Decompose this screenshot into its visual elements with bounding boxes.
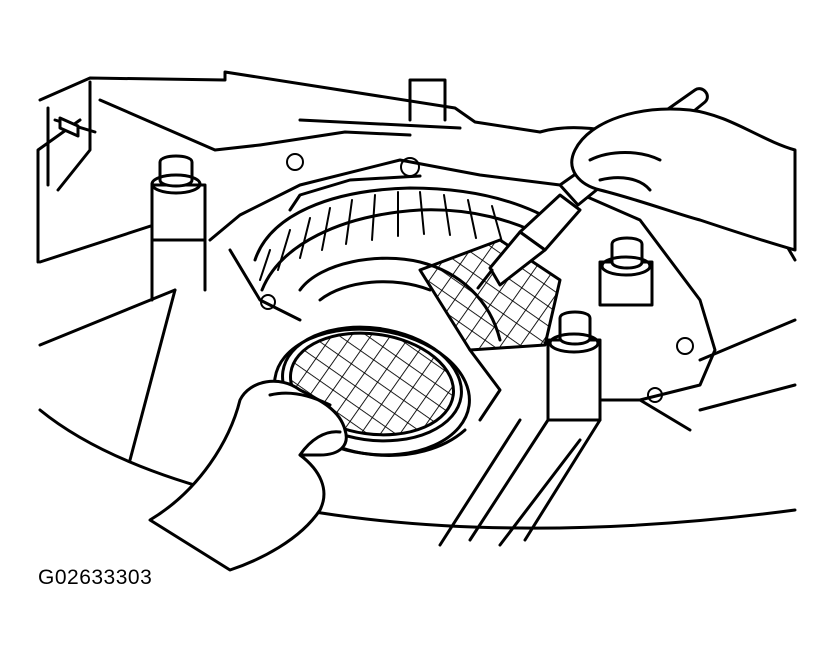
upper-bracket bbox=[46, 78, 462, 192]
left-hand bbox=[148, 379, 348, 572]
front-stud-bolt bbox=[438, 310, 692, 547]
right-stud-bolt-upper bbox=[598, 236, 654, 307]
bearing-cup bbox=[298, 256, 502, 422]
left-stud-bolt bbox=[150, 154, 207, 302]
figure-code: G02633303 bbox=[38, 566, 153, 589]
carrier-flange bbox=[208, 153, 717, 403]
right-hand bbox=[570, 107, 797, 252]
ring-gear bbox=[253, 174, 562, 292]
